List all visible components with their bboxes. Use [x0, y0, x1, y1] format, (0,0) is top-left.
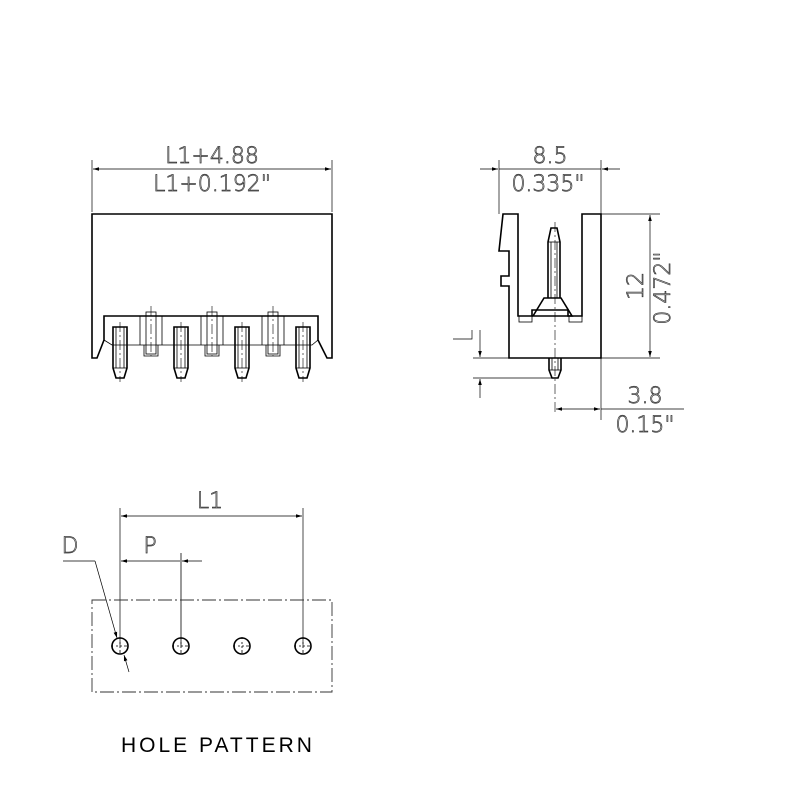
- side-offset-dimension: 3.8 0.15": [556, 358, 684, 438]
- hole: [233, 637, 251, 655]
- side-height-inch-label: 0.472": [651, 251, 676, 324]
- hole: [294, 637, 312, 655]
- front-width-metric-label: L1+4.88: [165, 144, 259, 169]
- side-width-inch-label: 0.335": [511, 172, 584, 197]
- side-width-dimension: 8.5 0.335": [480, 144, 620, 214]
- hole: [111, 637, 129, 655]
- pin-length-leader: [453, 330, 473, 340]
- hole-length-label: L1: [197, 489, 223, 514]
- hole-diameter-label: D: [62, 534, 79, 559]
- front-width-dimension: L1+4.88 L1+0.192": [91, 144, 333, 212]
- front-view: L1+4.88 L1+0.192": [91, 144, 333, 382]
- side-height-dimension: 12 0.472": [601, 213, 676, 359]
- side-view: 8.5 0.335" 12 0.472": [453, 144, 684, 438]
- hole-length-dimension: L1: [119, 489, 304, 646]
- front-pin-pockets: [139, 306, 285, 357]
- hole-pitch-label: P: [143, 534, 156, 559]
- hole-pattern-view: L1 P D: [61, 489, 333, 757]
- side-offset-inch-label: 0.15": [615, 413, 674, 438]
- side-offset-metric-label: 3.8: [628, 384, 663, 409]
- hole-diameter-dimension: D: [61, 534, 130, 673]
- holes: [111, 637, 312, 655]
- hole-pitch-dimension: P: [121, 534, 202, 646]
- side-pin-length-dimension: L: [453, 330, 552, 398]
- side-height-metric-label: 12: [624, 272, 649, 300]
- side-width-metric-label: 8.5: [533, 144, 568, 169]
- front-width-inch-label: L1+0.192": [153, 172, 271, 197]
- board-outline: [91, 599, 333, 693]
- hole-pattern-title: HOLE PATTERN: [121, 734, 315, 757]
- hole: [172, 637, 190, 655]
- front-pins: [112, 322, 311, 382]
